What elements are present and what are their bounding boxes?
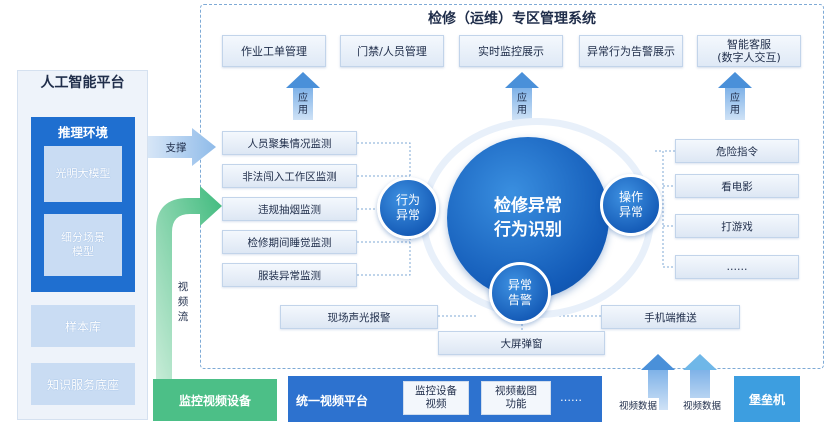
- sample-library-box[interactable]: 样本库: [31, 305, 135, 347]
- behavior-item-intrusion[interactable]: 非法闯入工作区监测: [222, 164, 357, 188]
- operation-item-dangerous-command[interactable]: 危险指令: [675, 139, 799, 163]
- env-item-large-model[interactable]: 光明大模型: [44, 146, 122, 202]
- top-app-smart-service[interactable]: 智能客服 (数字人交互): [697, 35, 801, 67]
- operation-item-games[interactable]: 打游戏: [675, 214, 799, 238]
- app-label-right: 应用: [730, 93, 740, 116]
- alarm-circle-line-1: 异常: [507, 278, 532, 292]
- video-flow-label: 视频流: [177, 281, 189, 323]
- top-app-alarm-display[interactable]: 异常行为告警展示: [579, 35, 683, 67]
- video-platform-item-screenshot[interactable]: 视频截图 功能: [481, 381, 551, 415]
- behavior-item-smoking[interactable]: 违规抽烟监测: [222, 197, 357, 221]
- video-platform-title: 统一视频平台: [296, 394, 369, 408]
- behavior-circle-line-2: 异常: [395, 208, 420, 222]
- video-platform-item-monitor-video[interactable]: 监控设备 视频: [403, 381, 469, 415]
- alarm-item-screen-popup[interactable]: 大屏弹窗: [438, 331, 605, 355]
- env-item-scene-model[interactable]: 细分场景 模型: [44, 214, 122, 276]
- knowledge-base-box[interactable]: 知识服务底座: [31, 363, 135, 405]
- app-up-arrow-center: [505, 72, 539, 120]
- video-data-label-right: 视频数据: [681, 398, 724, 412]
- operation-anomaly-circle[interactable]: 操作 异常: [600, 174, 662, 236]
- inference-env-title: 推理环境: [57, 125, 108, 140]
- operation-item-more[interactable]: ……: [675, 255, 799, 279]
- alarm-circle-line-2: 告警: [507, 293, 532, 307]
- app-label-left: 应用: [298, 93, 308, 116]
- video-flow-arrow: [156, 186, 222, 382]
- top-app-work-order[interactable]: 作业工单管理: [222, 35, 326, 67]
- video-data-label-left: 视频数据: [617, 398, 660, 412]
- center-line-1: 检修异常: [494, 196, 562, 216]
- monitor-device-box[interactable]: 监控视频设备: [153, 379, 277, 421]
- top-app-realtime-monitor[interactable]: 实时监控展示: [459, 35, 563, 67]
- behavior-item-clothing[interactable]: 服装异常监测: [222, 263, 357, 287]
- support-arrow: [148, 128, 216, 166]
- alarm-item-mobile-push[interactable]: 手机端推送: [601, 305, 740, 329]
- system-title: 检修（运维）专区管理系统: [428, 11, 596, 27]
- ai-platform-title: 人工智能平台: [40, 75, 125, 91]
- center-line-2: 行为识别: [494, 220, 562, 240]
- app-up-arrow-right: [718, 72, 752, 120]
- alarm-circle[interactable]: 异常 告警: [489, 262, 551, 324]
- alarm-item-sound-light[interactable]: 现场声光报警: [280, 305, 438, 329]
- behavior-item-gathering[interactable]: 人员聚集情况监测: [222, 131, 357, 155]
- behavior-anomaly-circle[interactable]: 行为 异常: [377, 177, 439, 239]
- app-label-center: 应用: [517, 93, 527, 116]
- behavior-item-sleeping[interactable]: 检修期间睡觉监测: [222, 230, 357, 254]
- app-up-arrow-left: [286, 72, 320, 120]
- operation-circle-line-1: 操作: [618, 190, 643, 204]
- top-app-access-control[interactable]: 门禁/人员管理: [340, 35, 444, 67]
- support-label: 支撑: [165, 142, 187, 154]
- operation-item-movie[interactable]: 看电影: [675, 174, 799, 198]
- video-platform-more: ……: [560, 391, 582, 404]
- behavior-circle-line-1: 行为: [395, 193, 420, 207]
- operation-circle-line-2: 异常: [618, 205, 643, 219]
- bastion-host-box[interactable]: 堡垒机: [734, 376, 800, 422]
